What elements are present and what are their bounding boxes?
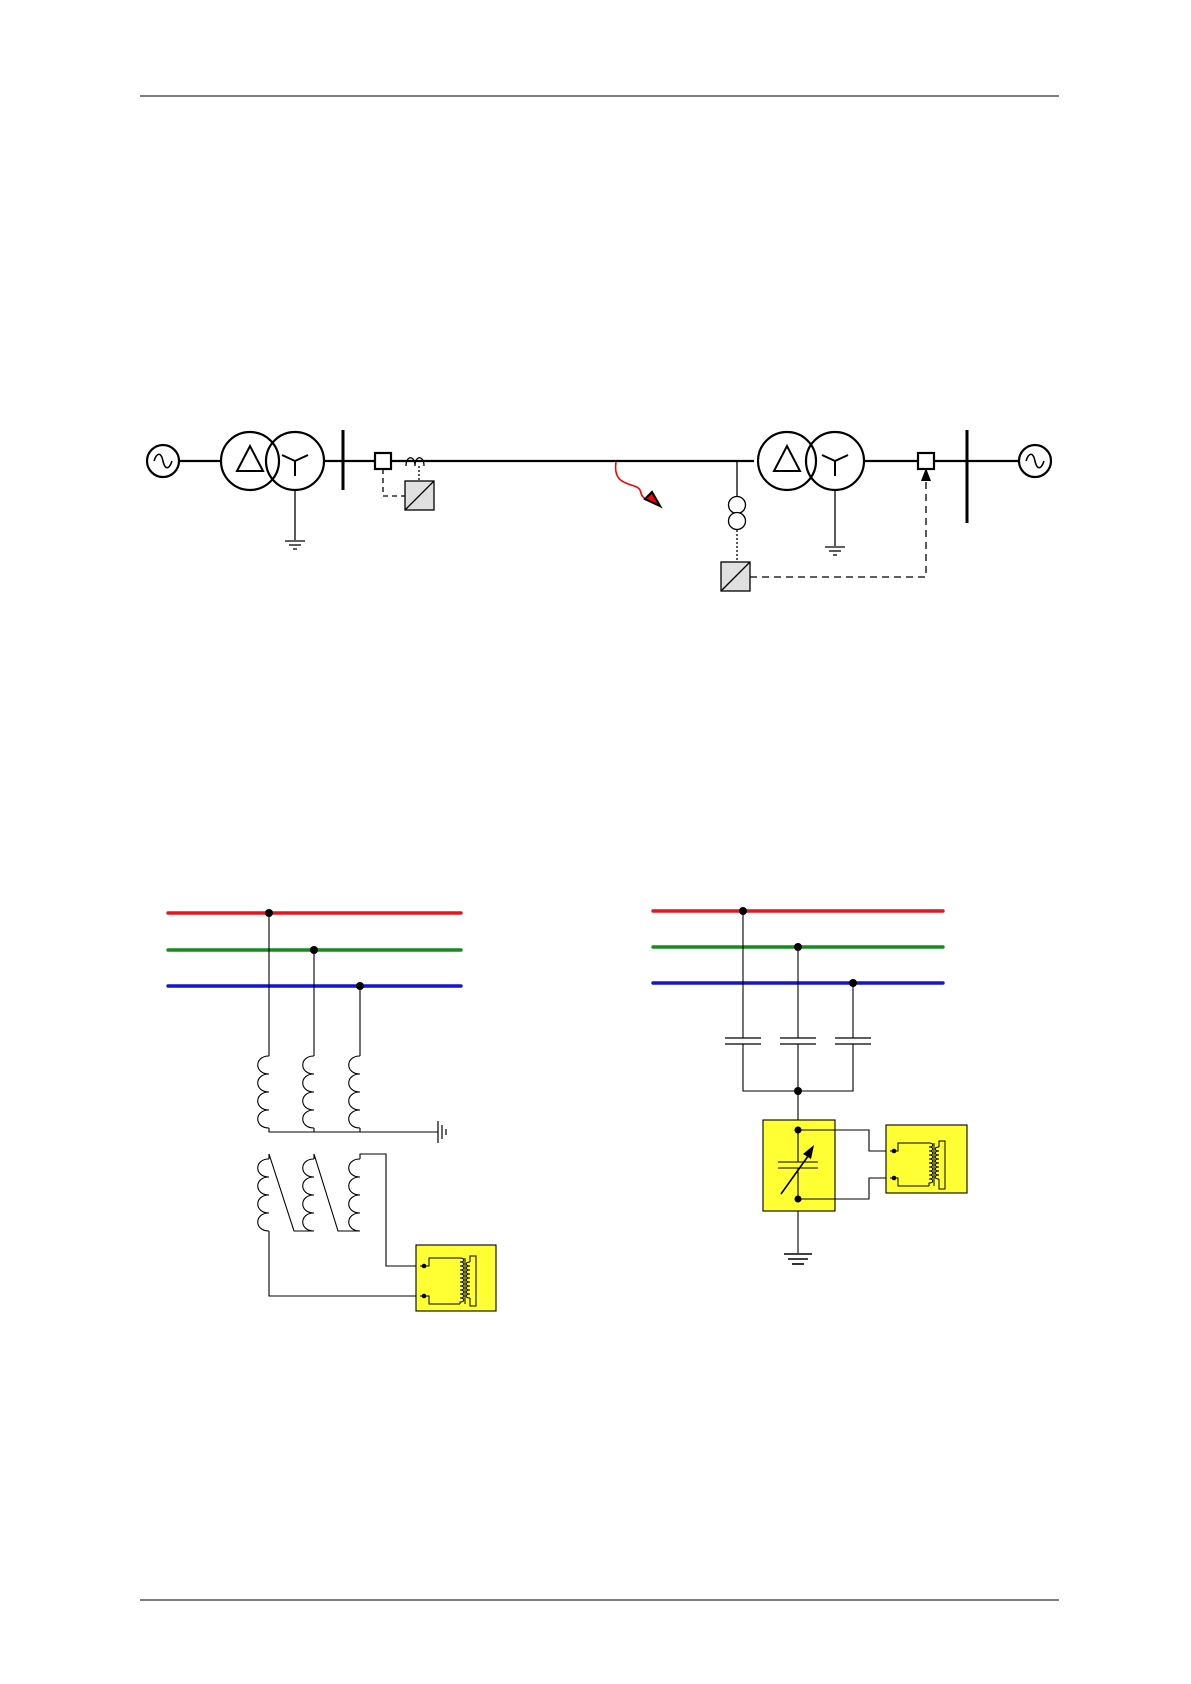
earth-symbol [784,1254,812,1264]
primary-windings [258,1056,360,1128]
voltage-transformer [729,497,746,530]
measuring-device [886,1125,967,1193]
fault-arrow [616,462,660,506]
junction-dot [310,946,318,954]
relay-trip-link-left [383,469,405,496]
common-node [743,1044,853,1120]
junction-dot [739,907,747,915]
coupling-capacitors [725,1038,871,1044]
junction-dot [265,909,273,917]
junction-dot [849,979,857,987]
circuit-breaker-left [375,453,391,469]
junction-dot [794,1087,802,1095]
transformer-left [221,432,324,490]
single-line-diagram [147,430,1051,591]
protection-relay-right [721,562,750,591]
junction-dot [794,943,802,951]
earth-symbol [438,1121,446,1143]
variable-capacitor-unit [763,1120,835,1211]
ac-source-left [147,445,179,477]
protection-relay-left [405,481,434,510]
ac-source-right [1019,445,1051,477]
capacitive-divider-schematic [653,907,967,1264]
transformer-right [758,432,864,490]
star-point-lead [269,1128,438,1132]
circuit-breaker-right [918,453,934,469]
relay-trip-link-right [750,481,926,577]
measuring-device [416,1245,496,1311]
inductive-voltage-transformer-schematic [168,909,496,1311]
ground-left [285,541,305,549]
junction-dot [356,982,364,990]
secondary-windings [258,1154,420,1296]
ground-right [825,547,845,555]
